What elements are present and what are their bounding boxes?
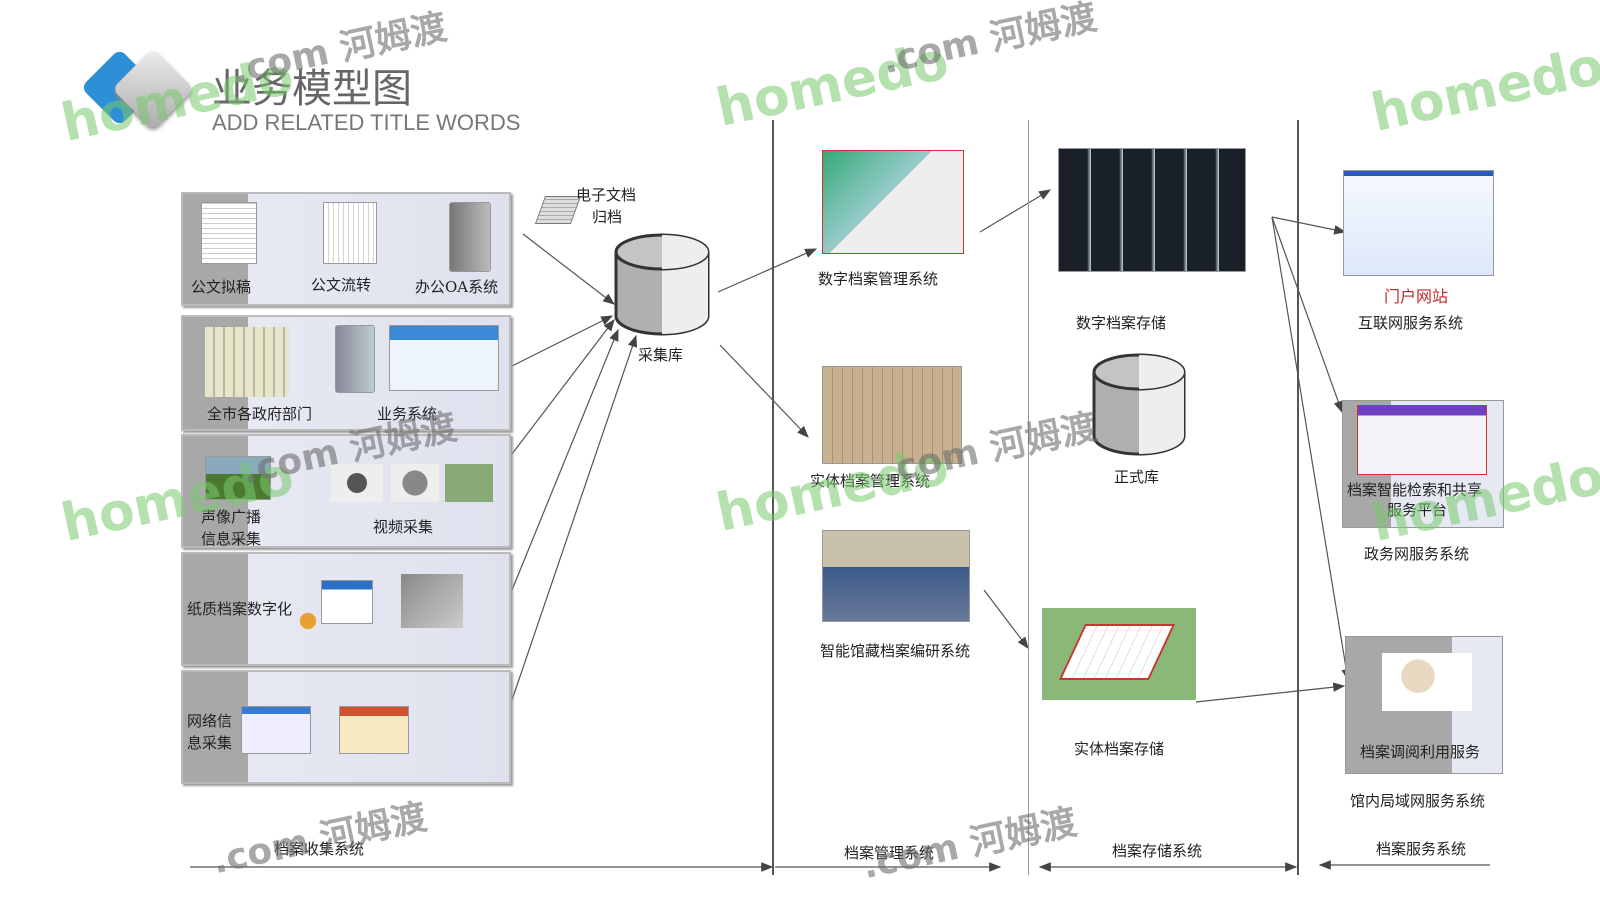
- label-draft: 公文拟稿: [191, 278, 252, 296]
- label-gov-service: 政务网服务系统: [1364, 545, 1470, 563]
- label-web-1: 网络信: [187, 712, 233, 730]
- label-portal: 门户网站: [1384, 287, 1449, 306]
- label-edoc-2: 归档: [592, 208, 623, 226]
- website-screenshot: [241, 706, 311, 754]
- draft-doc-icon: [201, 202, 257, 264]
- label-compile-system: 智能馆藏档案编研系统: [820, 642, 971, 660]
- flow-doc-icon: [323, 202, 377, 264]
- capture-card-icon: [445, 464, 493, 502]
- label-gov-depts: 全市各政府部门: [207, 405, 313, 423]
- collection-database-icon: [614, 233, 710, 336]
- label-business-system: 业务系统: [377, 405, 438, 423]
- users-icon: [293, 608, 323, 634]
- label-physical-mgmt: 实体档案管理系统: [810, 472, 931, 490]
- business-system-screenshot: [389, 325, 499, 391]
- panel-web-collection: 网络信 息采集: [181, 670, 511, 784]
- meeting-photo: [822, 530, 970, 622]
- digital-archive-system-screenshot: [822, 150, 964, 254]
- section-management: 档案管理系统: [844, 844, 935, 862]
- page-title: 业务模型图: [212, 66, 412, 112]
- panel-av-collection: 声像广播 信息采集 视频采集: [181, 434, 511, 548]
- search-platform-panel: 档案智能检索和共享 服务平台: [1342, 400, 1504, 528]
- label-physical-storage: 实体档案存储: [1074, 740, 1165, 758]
- camera-icon: [331, 464, 383, 502]
- label-av-1: 声像广播: [201, 508, 262, 526]
- label-paper-digitize: 纸质档案数字化: [187, 600, 293, 618]
- physical-storage-illustration: [1042, 608, 1196, 700]
- computer-icon: [401, 574, 463, 628]
- label-platform-2: 服务平台: [1387, 501, 1448, 519]
- building-icon: [205, 327, 289, 397]
- server-icon: [449, 202, 491, 272]
- label-video: 视频采集: [373, 518, 434, 536]
- section-storage: 档案存储系统: [1112, 842, 1203, 860]
- label-edoc-1: 电子文档: [576, 186, 637, 204]
- portal-website-screenshot: [1343, 170, 1494, 276]
- label-platform-1: 档案智能检索和共享: [1347, 481, 1483, 499]
- screen-icon: [321, 580, 373, 624]
- label-lookup-service: 档案调阅利用服务: [1360, 743, 1481, 761]
- divider-storage-service: [1297, 120, 1299, 875]
- page-subtitle: ADD RELATED TITLE WORDS: [212, 110, 521, 135]
- panel-official-docs: 公文拟稿 公文流转 办公OA系统: [181, 192, 511, 306]
- label-formal-db: 正式库: [1114, 468, 1160, 486]
- label-lan-service: 馆内局域网服务系统: [1350, 792, 1486, 810]
- physical-archive-photo: [822, 366, 962, 464]
- platform-screenshot: [1357, 405, 1487, 475]
- divider-collection-management: [772, 120, 774, 875]
- divider-management-storage: [1028, 120, 1029, 875]
- label-internet-service: 互联网服务系统: [1358, 314, 1464, 332]
- formal-database-icon: [1092, 353, 1186, 456]
- section-collection: 档案收集系统: [274, 840, 365, 858]
- landscape-photo: [205, 456, 271, 500]
- website-screenshot: [339, 706, 409, 754]
- label-digital-mgmt: 数字档案管理系统: [818, 270, 939, 288]
- film-reel-icon: [391, 464, 439, 502]
- lookup-service-panel: 档案调阅利用服务: [1345, 636, 1503, 774]
- panel-paper-digitization: 纸质档案数字化: [181, 552, 511, 666]
- label-av-2: 信息采集: [201, 530, 262, 548]
- server-icon: [335, 325, 375, 393]
- label-digital-storage: 数字档案存储: [1076, 314, 1167, 332]
- label-collection-db: 采集库: [638, 346, 684, 364]
- label-oa: 办公OA系统: [415, 278, 499, 296]
- service-agent-photo: [1382, 653, 1472, 711]
- server-room-photo: [1058, 148, 1246, 272]
- label-flow: 公文流转: [311, 276, 372, 294]
- section-service: 档案服务系统: [1376, 840, 1467, 858]
- panel-gov-departments: 全市各政府部门 业务系统: [181, 315, 511, 431]
- label-web-2: 息采集: [187, 734, 233, 752]
